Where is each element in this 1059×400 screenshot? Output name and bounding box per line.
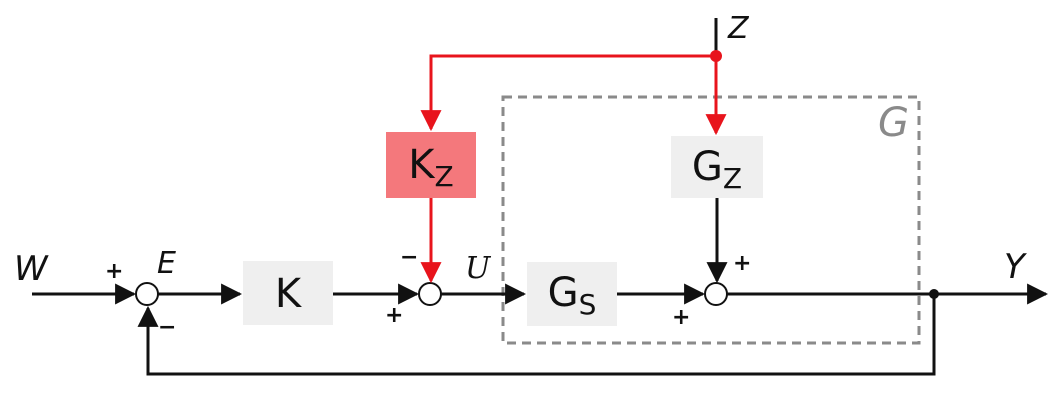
svg-text:GS: GS (548, 270, 597, 321)
disturbance-model-label-main: G (692, 144, 723, 190)
feedforward-label-sub: Z (435, 160, 454, 193)
feedforward-path (420, 54, 716, 132)
sign-sum2-plus: + (385, 303, 403, 328)
summing-junction-error (135, 282, 159, 306)
signal-label-w: W (14, 249, 49, 289)
disturbance-model-block: GZ (671, 136, 763, 198)
disturbance-model-label-sub: Z (723, 162, 742, 195)
plant-label-sub: S (579, 288, 597, 321)
feedback-line (137, 294, 936, 376)
controller-label: K (275, 271, 303, 317)
feedforward-block: KZ (386, 132, 476, 198)
sign-sum1-plus: + (105, 259, 123, 284)
svg-text:GZ: GZ (692, 144, 742, 195)
output-branch-point (929, 289, 939, 299)
svg-text:K: K (275, 271, 303, 317)
plant-group-label: G (878, 100, 909, 146)
feedforward-label-main: K (408, 142, 436, 188)
sign-sum3-plus-top: + (733, 251, 751, 276)
plant-block: GS (527, 262, 617, 326)
signal-label-e: E (157, 246, 176, 281)
signal-label-y: Y (1004, 247, 1027, 287)
signal-label-z: Z (727, 11, 750, 46)
summing-junction-control (418, 282, 442, 306)
disturbance-branch-point (710, 50, 722, 62)
summing-junction-output (704, 282, 728, 306)
sign-sum3-plus-left: + (672, 305, 690, 330)
sign-sum2-minus: − (400, 245, 418, 270)
sign-sum1-minus: − (158, 315, 176, 340)
plant-label-main: G (548, 270, 579, 316)
signal-label-u: U (465, 251, 492, 286)
controller-block: K (243, 261, 333, 325)
plant-boundary (501, 95, 921, 345)
svg-text:KZ: KZ (408, 142, 453, 193)
